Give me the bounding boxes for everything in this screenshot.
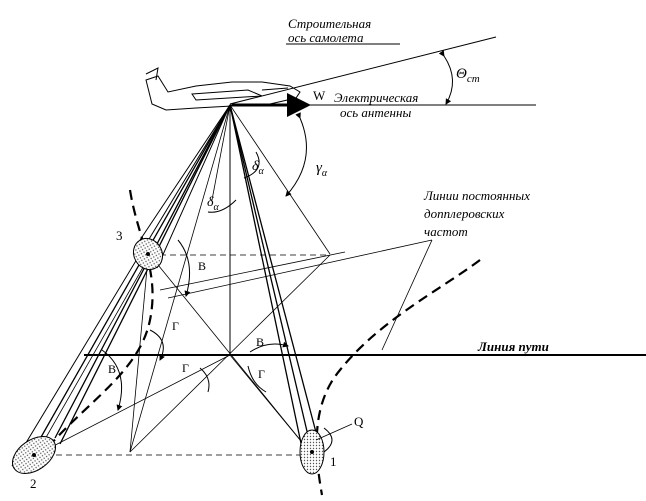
- delta-label-lower: δα: [207, 195, 220, 213]
- point-Q-leader: [315, 423, 353, 441]
- angle-G-label-upper: Г: [172, 319, 179, 333]
- point-3-dot: [146, 252, 150, 256]
- point-1-dot: [310, 450, 314, 454]
- beams: [11, 104, 331, 467]
- doppler-label-1: Линии постоянных: [423, 188, 530, 203]
- doppler-label-3: частот: [424, 224, 468, 239]
- angle-B-label-center: В: [256, 335, 264, 349]
- track-line-label: Линия пути: [477, 339, 549, 354]
- ground-projection-lines: [35, 251, 346, 456]
- velocity-label: W: [313, 88, 326, 103]
- gamma-label: γα: [316, 160, 328, 179]
- construction-axis-line: [229, 36, 497, 105]
- antenna-axis-label-1: Электрическая: [334, 90, 418, 105]
- antenna-axis-label-2: ось антенны: [340, 105, 411, 120]
- doppler-label-2: допплеровских: [424, 206, 505, 221]
- delta-label-upper: δα: [252, 159, 265, 177]
- construction-axis-label-2: ось самолета: [288, 30, 364, 45]
- angle-B-label-upper: В: [198, 259, 206, 273]
- doppler-leader-2: [381, 239, 433, 351]
- point-2-label: 2: [30, 476, 37, 491]
- doppler-leader-1: [167, 239, 433, 299]
- angle-B-label-left: В: [108, 362, 116, 376]
- point-1-label: 1: [330, 454, 337, 469]
- angle-arcs: [101, 112, 333, 453]
- angle-G-label-center-left: Г: [182, 361, 189, 375]
- point-3-label: 3: [116, 228, 123, 243]
- doppler-curve-right: [315, 259, 481, 496]
- theta-arc: [438, 50, 453, 105]
- construction-axis-label-1: Строительная: [288, 16, 371, 31]
- angle-G-label-center-right: Г: [258, 367, 265, 381]
- point-Q-label: Q: [354, 414, 364, 429]
- point-2-dot: [32, 453, 36, 457]
- doppler-curve-left: [49, 189, 154, 446]
- theta-label: Θст: [456, 66, 480, 85]
